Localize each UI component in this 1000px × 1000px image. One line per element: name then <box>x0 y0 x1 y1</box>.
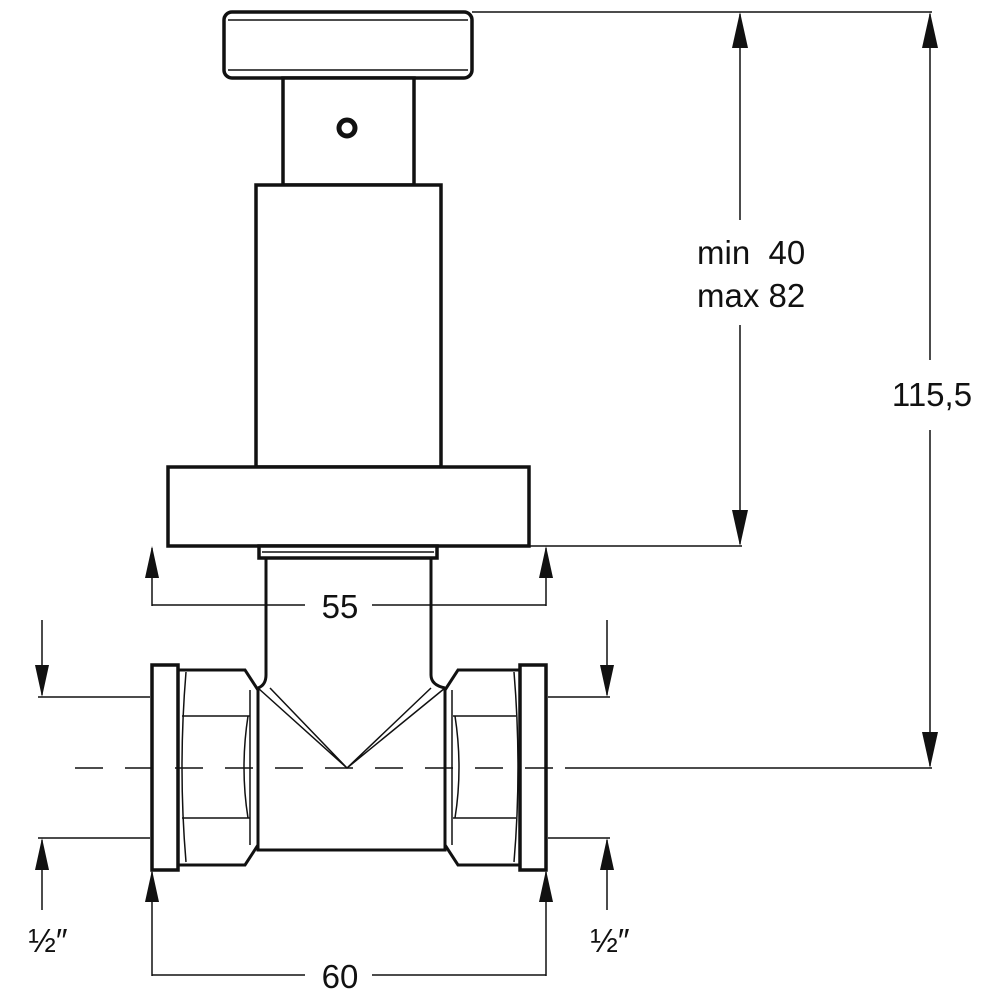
dimension-thread-right: ½″ <box>548 620 630 959</box>
stem-min-label: min 40 <box>697 234 805 271</box>
left-end-plate <box>150 663 180 872</box>
thread-left-label: ½″ <box>28 922 68 959</box>
overall-height-label: 115,5 <box>892 376 972 413</box>
left-hex-nut <box>176 668 260 867</box>
dimension-thread-left: ½″ <box>28 620 150 959</box>
dimension-body-length: 60 <box>145 870 553 995</box>
dimension-overall-height: 115,5 <box>472 11 972 768</box>
dimension-flange-width: 55 <box>145 546 553 625</box>
stem-max-label: max 82 <box>697 277 805 314</box>
stem-hole <box>336 117 358 139</box>
body-length-label: 60 <box>322 958 359 995</box>
dimension-stem-range: min 40 max 82 <box>529 12 805 547</box>
neck <box>257 558 446 690</box>
thread-right-label: ½″ <box>590 922 630 959</box>
handle <box>222 10 474 80</box>
body-cylinder <box>254 183 443 469</box>
flange-width-label: 55 <box>322 588 359 625</box>
right-hex-nut <box>443 668 522 867</box>
flange <box>166 465 531 548</box>
